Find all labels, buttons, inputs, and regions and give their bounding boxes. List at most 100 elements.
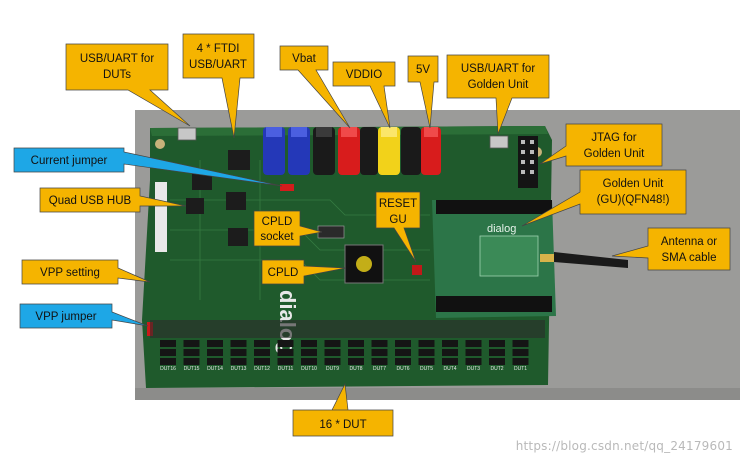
- svg-text:Golden Unit: Golden Unit: [603, 178, 665, 190]
- dut-header-block: [324, 340, 341, 347]
- dut-header-block: [254, 349, 270, 356]
- svg-text:socket: socket: [260, 231, 294, 243]
- banana-red-1: [338, 127, 360, 175]
- svg-text:VPP setting: VPP setting: [40, 267, 100, 279]
- dut-header-block: [371, 340, 388, 347]
- dut-header-block: [277, 349, 294, 356]
- dut-label: DUT11: [278, 366, 294, 372]
- svg-text:GU: GU: [389, 214, 406, 226]
- banana-black-3: [401, 127, 421, 175]
- dut-header-block: [183, 358, 200, 365]
- svg-text:RESET: RESET: [379, 198, 417, 210]
- dut-header-block: [348, 349, 364, 356]
- dut-header-block: [512, 340, 529, 347]
- svg-text:USB/UART for: USB/UART for: [80, 53, 155, 65]
- dut-header-block: [324, 358, 341, 365]
- dut-label: DUT6: [396, 366, 409, 372]
- svg-text:VPP jumper: VPP jumper: [35, 311, 96, 323]
- svg-text:4 * FTDI: 4 * FTDI: [197, 43, 240, 55]
- dut-label: DUT16: [160, 366, 176, 372]
- dut-header-block: [418, 358, 435, 365]
- ftdi-chip: [228, 150, 250, 170]
- usb-connector-golden: [489, 135, 509, 149]
- dut-header-block: [442, 340, 458, 347]
- dut-label: DUT1: [514, 366, 527, 372]
- dut-headers: [150, 320, 545, 365]
- dut-header-block: [183, 349, 200, 356]
- callout-vbat: Vbat: [279, 45, 351, 129]
- svg-text:Quad USB HUB: Quad USB HUB: [49, 195, 132, 207]
- dut-header-block: [230, 358, 247, 365]
- callout-current-jumper: Current jumper: [13, 147, 283, 187]
- callout-jtag-golden: JTAG for Golden Unit: [539, 123, 663, 167]
- dut-label: DUT3: [467, 366, 480, 372]
- banana-jacks: [263, 127, 441, 175]
- ftdi-chip: [226, 192, 246, 210]
- banana-red-2: [421, 127, 441, 175]
- callout-reset-gu: RESET GU: [375, 191, 421, 263]
- dut-header-block: [277, 358, 294, 365]
- dut-header-block: [465, 358, 482, 365]
- dut-header-block: [371, 358, 388, 365]
- dut-header-block: [160, 349, 176, 356]
- dut-header-block: [465, 340, 482, 347]
- callout-vpp-jumper: VPP jumper: [19, 303, 149, 329]
- dut-header-block: [465, 349, 482, 356]
- dut-header-block: [301, 349, 317, 356]
- banana-blue-2: [288, 127, 310, 175]
- svg-text:USB/UART for: USB/UART for: [461, 63, 536, 75]
- dut-header-block: [489, 358, 505, 365]
- dut-header-block: [207, 358, 223, 365]
- table-shadow: [135, 388, 740, 400]
- callout-usb-uart-golden: USB/UART for Golden Unit: [446, 54, 550, 135]
- dut-header-block: [254, 358, 270, 365]
- dut-header-block: [489, 349, 505, 356]
- dut-header-block: [301, 340, 317, 347]
- dut-header-block: [277, 340, 294, 347]
- dut-header-block: [418, 340, 435, 347]
- dut-header-block: [371, 349, 388, 356]
- dut-label: DUT8: [349, 366, 362, 372]
- dut-header-block: [230, 340, 247, 347]
- callout-quad-usb-hub: Quad USB HUB: [39, 187, 187, 213]
- current-jumper: [280, 184, 294, 191]
- svg-text:CPLD: CPLD: [268, 267, 299, 279]
- svg-text:DUTs: DUTs: [103, 69, 131, 81]
- svg-text:VDDIO: VDDIO: [346, 69, 382, 81]
- dut-label: DUT7: [373, 366, 386, 372]
- usb-connector-duts: [177, 127, 197, 141]
- svg-text:Golden Unit: Golden Unit: [468, 79, 530, 91]
- svg-text:(GU)(QFN48!): (GU)(QFN48!): [597, 194, 670, 206]
- dut-label: DUT14: [207, 366, 223, 372]
- banana-blue-1: [263, 127, 285, 175]
- dut-header-block: [395, 340, 411, 347]
- dut-header-block: [348, 340, 364, 347]
- dut-label: DUT10: [301, 366, 317, 372]
- ftdi-chip: [228, 228, 248, 246]
- dut-header-block: [489, 340, 505, 347]
- callout-golden-unit: Golden Unit (GU)(QFN48!): [521, 169, 687, 227]
- svg-text:5V: 5V: [416, 64, 430, 76]
- jtag-header: [518, 136, 538, 188]
- svg-text:Vbat: Vbat: [292, 53, 316, 65]
- dut-header-block: [324, 349, 341, 356]
- svg-text:Antenna or: Antenna or: [661, 236, 717, 248]
- svg-text:USB/UART: USB/UART: [189, 59, 247, 71]
- dut-header-block: [512, 358, 529, 365]
- ftdi-chip: [192, 172, 212, 190]
- antenna-rod: [554, 252, 628, 268]
- callout-16-dut: 16 * DUT: [292, 382, 394, 437]
- callout-antenna: Antenna or SMA cable: [611, 227, 731, 271]
- callout-vpp-setting: VPP setting: [21, 259, 151, 285]
- callout-cpld-socket: CPLD socket: [253, 210, 323, 247]
- dut-header-block: [348, 358, 364, 365]
- dut-header-block: [230, 349, 247, 356]
- svg-text:CPLD: CPLD: [262, 216, 293, 228]
- callout-5v: 5V: [407, 55, 439, 129]
- dut-header-block: [418, 349, 435, 356]
- svg-text:JTAG for: JTAG for: [591, 132, 636, 144]
- dut-label: DUT5: [420, 366, 433, 372]
- svg-text:Golden Unit: Golden Unit: [584, 148, 646, 160]
